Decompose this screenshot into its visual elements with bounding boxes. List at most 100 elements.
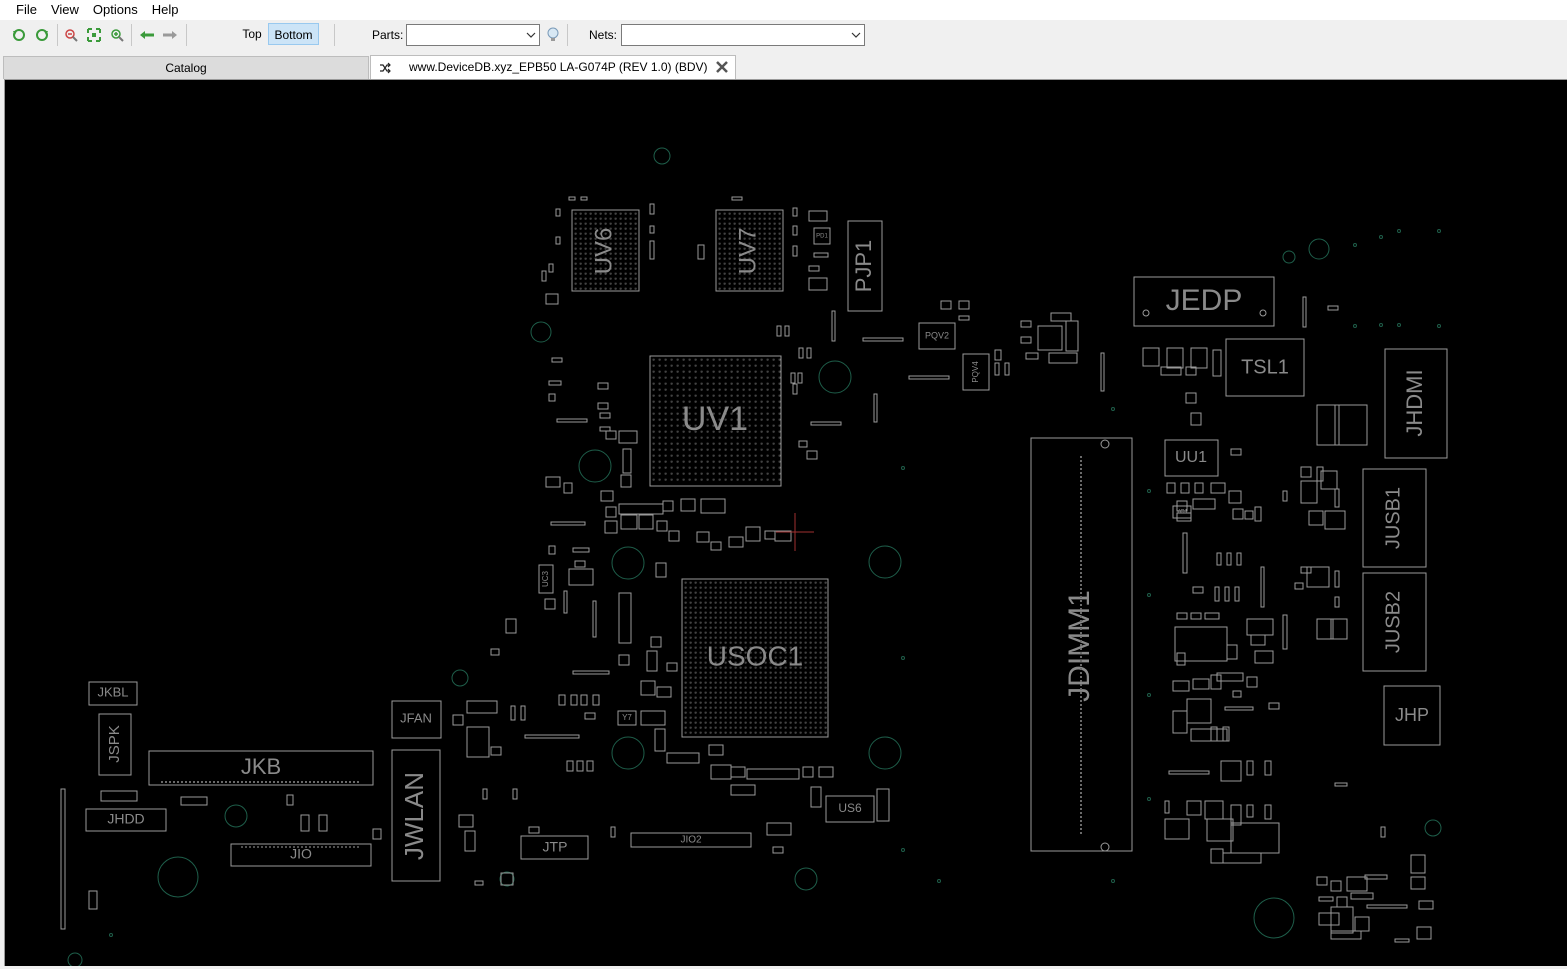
test-point — [1397, 229, 1401, 233]
smd-pad — [958, 315, 970, 321]
tab-catalog[interactable]: Catalog — [3, 56, 369, 79]
uu1-label[interactable]: UU1 — [1175, 449, 1207, 466]
pqv4-outline — [962, 353, 990, 391]
smd-pad — [592, 600, 597, 638]
uu1-outline — [1164, 439, 1219, 477]
jio-label[interactable]: JIO — [290, 846, 312, 862]
smd-pad — [1210, 848, 1224, 864]
zoom-fit-icon[interactable] — [86, 27, 102, 43]
tsl1-label[interactable]: TSL1 — [1241, 356, 1289, 378]
us6-label[interactable]: US6 — [838, 801, 862, 815]
uv6-label[interactable]: UV6 — [590, 228, 617, 275]
jhp-label[interactable]: JHP — [1395, 705, 1429, 725]
tab-strip: Catalog www.DeviceDB.xyz_EPB50 LA-G074P … — [0, 55, 1567, 79]
test-point — [937, 879, 941, 883]
test-point — [901, 466, 905, 470]
jkb-label[interactable]: JKB — [241, 754, 281, 779]
smd-pad — [1210, 726, 1218, 742]
uv7-outline — [715, 209, 784, 292]
jedp-hole — [1142, 309, 1150, 317]
rotate-left-icon[interactable] — [11, 27, 27, 43]
jusb1-label[interactable]: JUSB1 — [1382, 487, 1404, 549]
toolbar: Top Bottom Parts: Nets: — [0, 20, 1567, 50]
test-point — [1111, 879, 1115, 883]
test-point — [1379, 323, 1383, 327]
smd-pad — [1316, 876, 1328, 886]
jdimm1-label[interactable]: JDIMM1 — [1063, 590, 1096, 702]
tab-document[interactable]: www.DeviceDB.xyz_EPB50 LA-G074P (REV 1.0… — [370, 55, 736, 79]
jspk-label[interactable]: JSPK — [106, 725, 123, 763]
test-point — [109, 933, 113, 937]
toolbar-separator — [186, 24, 187, 46]
rotate-right-icon[interactable] — [34, 27, 50, 43]
y7-label[interactable]: Y7 — [622, 713, 632, 722]
smd-pad — [88, 890, 98, 910]
jhdmi-label[interactable]: JHDMI — [1402, 369, 1427, 436]
arrow-forward-icon[interactable] — [162, 27, 178, 43]
smd-pad — [568, 568, 594, 586]
parts-dropdown[interactable] — [406, 24, 540, 46]
uv1-label[interactable]: UV1 — [682, 400, 748, 438]
lightbulb-icon[interactable] — [545, 27, 561, 43]
smd-pad — [620, 474, 632, 488]
menu-file[interactable]: File — [16, 2, 37, 17]
pqv4-label[interactable]: PQV4 — [971, 361, 980, 383]
smd-pad — [1250, 634, 1266, 646]
swap-icon[interactable] — [379, 62, 391, 74]
menu-options[interactable]: Options — [92, 2, 138, 17]
arrow-back-icon[interactable] — [139, 27, 155, 43]
smd-pad — [1302, 296, 1307, 328]
jedp-label[interactable]: JEDP — [1166, 284, 1243, 317]
mounting-hole — [653, 147, 671, 165]
smd-pad — [792, 225, 798, 236]
smd-pad — [668, 530, 680, 542]
nets-dropdown[interactable] — [621, 24, 865, 46]
zoom-in-icon[interactable] — [109, 27, 125, 43]
smd-pad — [710, 541, 722, 551]
menu-help[interactable]: Help — [151, 2, 179, 17]
smd-pad — [570, 694, 578, 706]
jusb2-label[interactable]: JUSB2 — [1382, 591, 1404, 653]
jtp-label[interactable]: JTP — [543, 839, 568, 855]
smd-pad — [1220, 760, 1242, 782]
test-point — [1147, 797, 1151, 801]
jhdd-label[interactable]: JHDD — [107, 811, 144, 827]
uv7-label[interactable]: UV7 — [734, 228, 761, 275]
usoc1-label[interactable]: USOC1 — [707, 640, 803, 671]
close-icon[interactable] — [715, 60, 729, 74]
smd-pad — [700, 498, 726, 514]
smd-pad — [1192, 678, 1210, 690]
uc3-label[interactable]: UC3 — [541, 570, 550, 587]
jwlan-label[interactable]: JWLAN — [399, 772, 429, 860]
pjp1-label[interactable]: PJP1 — [851, 240, 876, 293]
pqv2-label[interactable]: PQV2 — [925, 330, 949, 340]
smd-pad — [908, 375, 950, 380]
smd-pad — [1350, 892, 1374, 900]
smd-pad — [620, 514, 638, 530]
menu-view[interactable]: View — [50, 2, 79, 17]
jio2-label[interactable]: JIO2 — [680, 835, 702, 846]
uv7-pads — [718, 212, 781, 290]
smd-pad — [1190, 612, 1202, 620]
smd-pad — [1246, 804, 1254, 818]
smd-pad — [1020, 336, 1032, 344]
smd-pad — [655, 562, 667, 578]
test-point — [1147, 693, 1151, 697]
smd-pad — [808, 277, 828, 291]
zoom-out-icon[interactable] — [63, 27, 79, 43]
smd-pad — [545, 293, 559, 305]
smd-pad — [666, 662, 678, 672]
bottom-side-button[interactable]: Bottom — [268, 23, 319, 45]
smd-pad — [1020, 320, 1032, 328]
jkbl-label[interactable]: JKBL — [97, 684, 128, 699]
jfan-label[interactable]: JFAN — [400, 710, 432, 725]
smd-pad — [1316, 618, 1334, 640]
smd-pad — [1236, 552, 1242, 566]
top-side-button[interactable]: Top — [242, 27, 262, 41]
smd-pad — [605, 430, 617, 440]
pd1-label[interactable]: PD1 — [816, 234, 828, 240]
smd-pad — [512, 788, 518, 800]
smd-pad — [1224, 706, 1254, 711]
